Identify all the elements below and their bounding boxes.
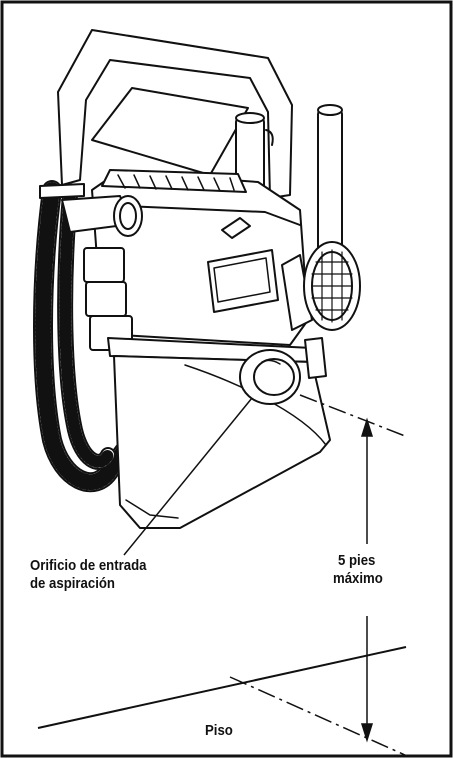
floor-line [37, 646, 407, 729]
suction-inlet [239, 349, 301, 405]
power-switch [221, 217, 251, 239]
lid-flap [91, 87, 249, 176]
vacuum-illustration [33, 29, 361, 529]
height-label-line2: máximo [333, 569, 383, 586]
floor-reference-line [229, 676, 406, 756]
inlet-label-line1: Orificio de entrada [30, 556, 147, 573]
inlet-leader-line [123, 397, 253, 556]
inlet-reference-line [299, 394, 406, 437]
inlet-label-line2: de aspiración [30, 574, 115, 591]
hose-connector [39, 183, 143, 237]
handle-frame [57, 29, 293, 199]
height-dimension-arrow [360, 417, 374, 743]
label-window [207, 249, 279, 313]
blower-port [281, 241, 361, 331]
hose-coil [33, 180, 135, 493]
hose-cuff [83, 247, 133, 351]
latch-clip [304, 337, 327, 379]
top-handle [101, 169, 247, 193]
height-label-line1: 5 pies [338, 551, 376, 568]
floor-label: Piso [205, 721, 233, 738]
